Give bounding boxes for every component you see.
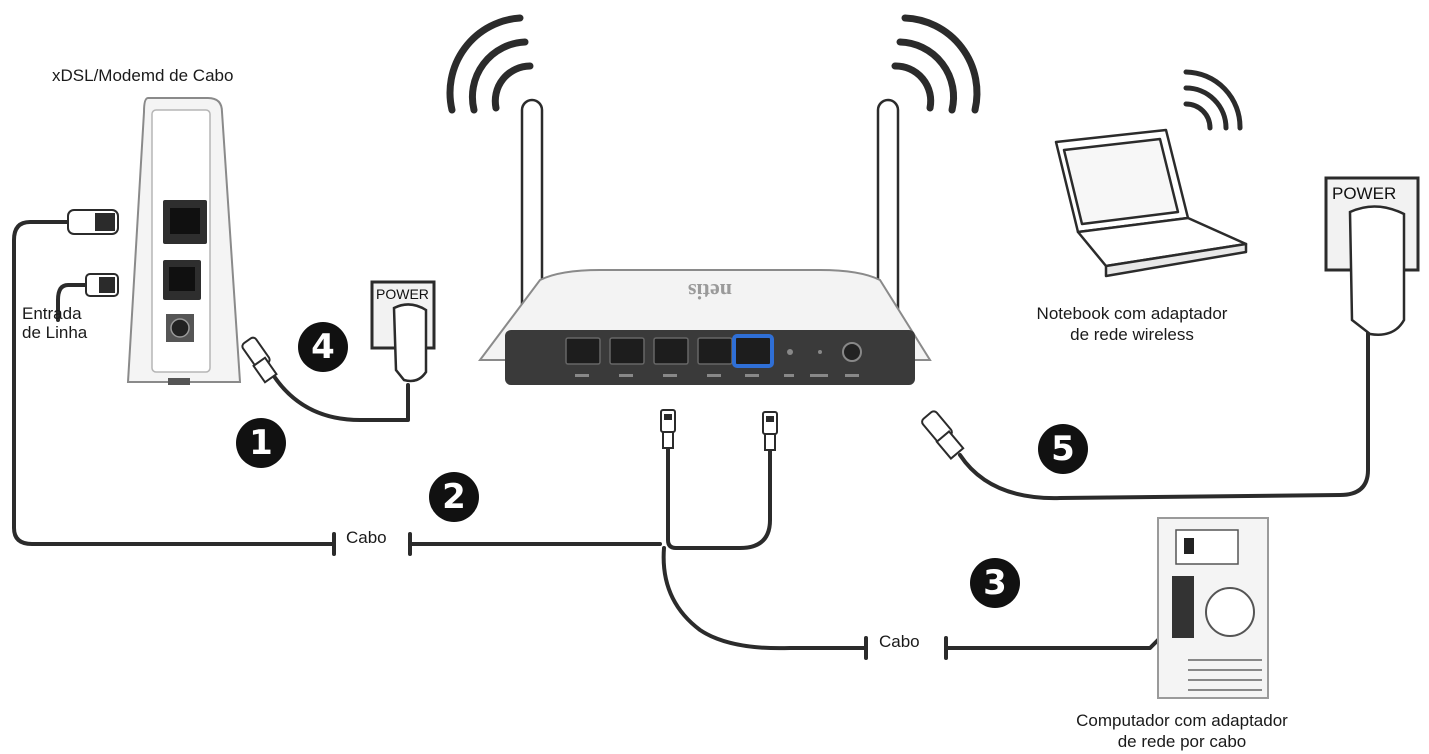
modem-label: xDSL/Modemd de Cabo xyxy=(52,66,234,85)
pc-label-line1: Computador com adaptador xyxy=(1076,711,1288,730)
wifi-waves-right-icon xyxy=(891,14,981,114)
pc-label-line2: de rede por cabo xyxy=(1117,732,1247,751)
desktop-pc xyxy=(1157,517,1269,699)
line-input-label-line2: de Linha xyxy=(22,323,88,342)
rj45-plug-router-b xyxy=(762,411,778,451)
router-body xyxy=(478,269,932,385)
notebook-wifi-icon xyxy=(1183,69,1243,131)
router-wan-port xyxy=(732,334,774,368)
cable-label-bottom: Cabo xyxy=(879,632,920,651)
router-lan-ports xyxy=(565,337,733,365)
step-badge-4: 4 xyxy=(298,322,348,372)
power-adapter-small xyxy=(370,280,436,383)
cable-label-top: Cabo xyxy=(346,528,387,547)
step-badge-5: 5 xyxy=(1038,424,1088,474)
barrel-plug-5 xyxy=(921,410,965,460)
step-badge-1: 1 xyxy=(236,418,286,468)
notebook-label-line1: Notebook com adaptador xyxy=(1036,304,1228,323)
pc-label: Computador com adaptador de rede por cab… xyxy=(1050,710,1314,752)
line-input-label-line1: Entrada xyxy=(22,304,82,323)
step-badge-2: 2 xyxy=(429,472,479,522)
notebook-label-line2: de rede wireless xyxy=(1070,325,1194,344)
power-adapter-large xyxy=(1324,176,1420,336)
rj45-plug-router-a xyxy=(660,409,676,449)
rj45-plug-line xyxy=(85,273,119,297)
router-brand-text: netis xyxy=(688,279,732,304)
modem-device xyxy=(126,97,242,385)
notebook-device xyxy=(1054,128,1248,278)
power-label-small: POWER xyxy=(376,286,429,302)
step-badge-3: 3 xyxy=(970,558,1020,608)
notebook-label: Notebook com adaptador de rede wireless xyxy=(1012,303,1252,345)
rj45-plug-modem xyxy=(67,209,119,235)
wifi-waves-left-icon xyxy=(446,14,534,114)
barrel-plug-4 xyxy=(241,336,278,384)
line-input-label: Entrada de Linha xyxy=(22,304,87,342)
power-label-large: POWER xyxy=(1332,184,1397,203)
